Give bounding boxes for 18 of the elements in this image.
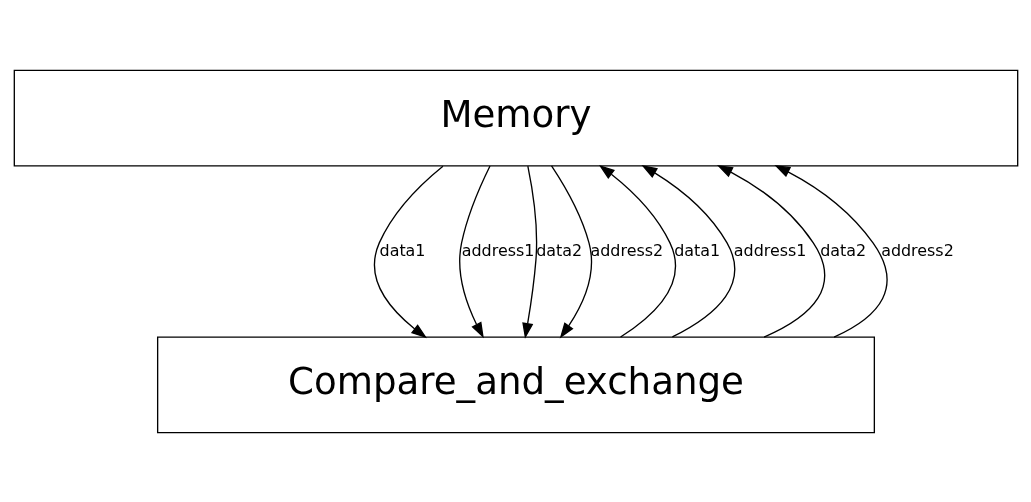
edge-label: address1: [733, 240, 806, 260]
node-box: Compare_and_exchange: [156, 335, 875, 433]
arrow: [550, 164, 592, 338]
arrow: [716, 164, 825, 338]
arrow: [458, 164, 491, 338]
edge-label: address2: [880, 240, 954, 260]
edge-label: address2: [590, 240, 663, 260]
edge-label: data1: [673, 240, 720, 260]
node-box: Memory: [13, 69, 1018, 167]
arrow: [373, 165, 444, 338]
edge-label: data1: [379, 240, 425, 260]
arrow: [773, 164, 888, 338]
edge-label: data2: [535, 240, 582, 260]
arrow: [598, 164, 676, 338]
arrow: [640, 164, 735, 338]
edge-label: data2: [819, 240, 866, 260]
arrow: [521, 165, 537, 339]
edge-label: address1: [461, 240, 534, 260]
